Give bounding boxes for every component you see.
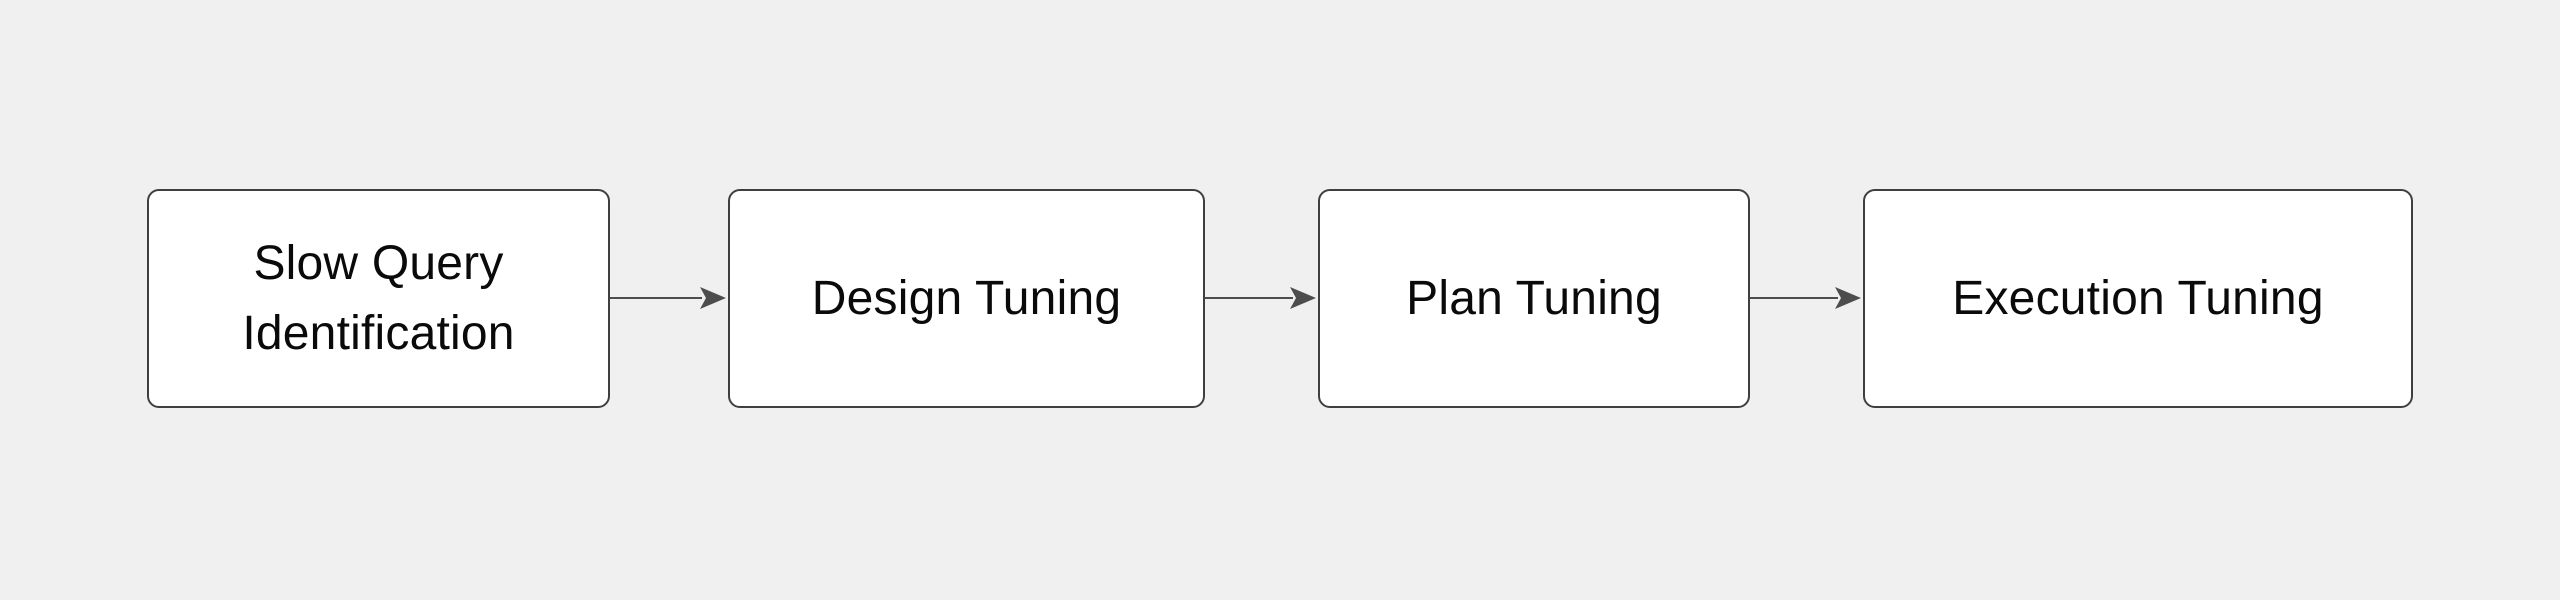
flow-node-plan-tuning[interactable]: Plan Tuning <box>1318 189 1750 408</box>
flow-node-label: Plan Tuning <box>1406 271 1662 325</box>
flow-node-execution-tuning[interactable]: Execution Tuning <box>1863 189 2413 408</box>
flow-node-label: Execution Tuning <box>1952 271 2324 325</box>
arrow-right-icon <box>1750 287 1861 309</box>
arrow-right-icon <box>1205 287 1316 309</box>
flow-node-label: Design Tuning <box>811 271 1122 325</box>
arrow-right-icon <box>610 287 726 309</box>
flow-node-label: Slow Query Identification <box>242 236 515 360</box>
flow-edge-arrow <box>1750 278 1863 318</box>
flow-node-slow-query-identification[interactable]: Slow Query Identification <box>147 189 610 408</box>
flow-edge-arrow <box>610 278 728 318</box>
flow-edge-arrow <box>1205 278 1318 318</box>
flow-node-design-tuning[interactable]: Design Tuning <box>728 189 1205 408</box>
